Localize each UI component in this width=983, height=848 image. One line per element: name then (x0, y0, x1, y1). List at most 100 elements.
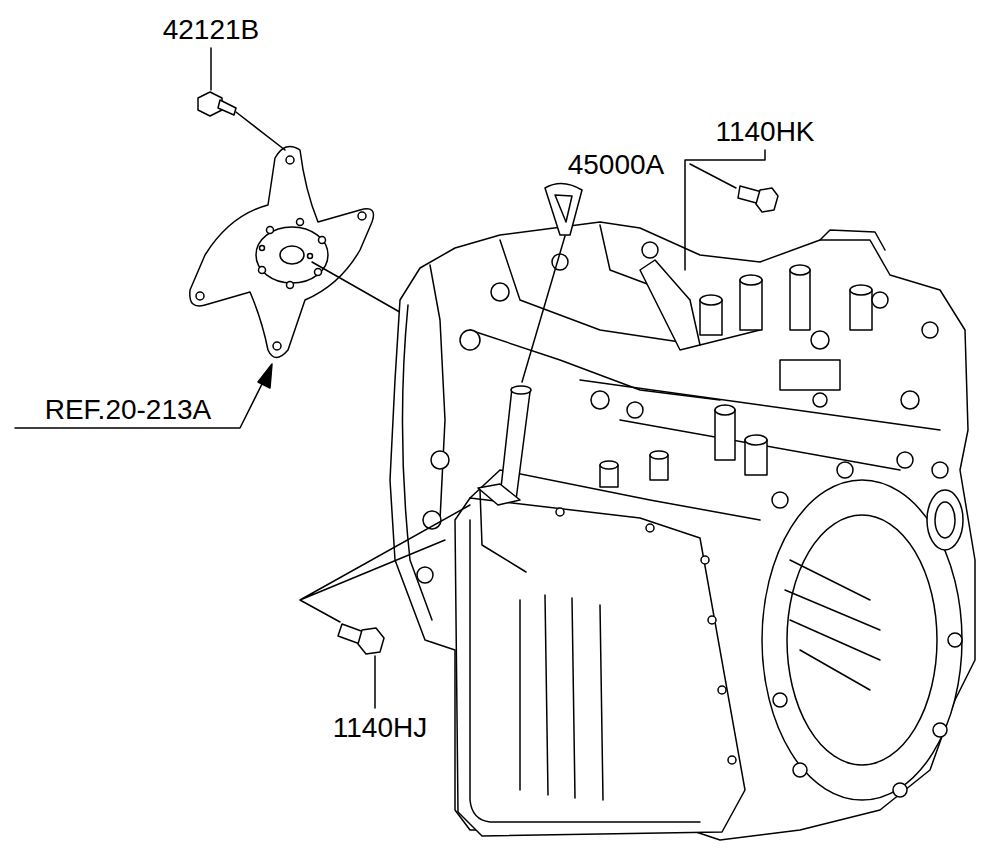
drawing-part (813, 393, 827, 407)
drawing-part (932, 462, 948, 478)
drawing-part (431, 451, 449, 469)
drawing-part (790, 265, 810, 275)
drawing-part (196, 292, 204, 300)
drawing-part (785, 560, 880, 690)
drawing-part (520, 595, 603, 800)
transfer-case (762, 480, 963, 800)
dipstick (478, 183, 582, 572)
drawing-part (552, 254, 568, 270)
oil-pan (455, 470, 760, 836)
drawing-part (259, 267, 266, 274)
drawing-part (256, 227, 328, 283)
drawing-part (650, 451, 668, 459)
drawing-part (897, 452, 913, 468)
drawing-part (627, 402, 643, 418)
drawing-part (850, 290, 872, 330)
drawing-part (555, 195, 572, 222)
drawing-part (745, 435, 767, 445)
drawing-part (762, 480, 962, 800)
drawing-part (402, 305, 432, 620)
drawing-part (260, 246, 265, 251)
drawing-part (556, 508, 564, 516)
leader-line (236, 112, 285, 150)
drawing-part (417, 567, 433, 583)
drawing-part (358, 212, 366, 220)
leader-line (374, 656, 376, 708)
drawing-part (478, 484, 520, 505)
drawing-part (297, 219, 304, 226)
leader-line (210, 48, 212, 90)
reference-label: REF.20-213A (43, 394, 214, 426)
drawing-part (522, 236, 565, 382)
drawing-part (850, 285, 872, 295)
drawing-part (491, 283, 509, 301)
drawing-part (927, 490, 963, 550)
reference-arrow (15, 364, 272, 428)
drawing-part (460, 330, 480, 350)
drawing-part (545, 183, 582, 235)
part-number: 1140HJ (331, 712, 429, 744)
drawing-part (893, 783, 907, 797)
drawing-part (500, 240, 760, 345)
drawing-part (455, 498, 745, 836)
drawing-part (933, 723, 947, 737)
drawing-part (837, 462, 853, 478)
drawing-part (267, 227, 274, 234)
drawing-part (708, 616, 716, 624)
drawing-part (286, 156, 294, 164)
drawing-part (740, 275, 762, 285)
drawing-part (358, 628, 384, 654)
drawing-part (430, 265, 445, 520)
drawing-part (315, 269, 322, 276)
drawing-part (787, 515, 937, 765)
leader-line (685, 150, 765, 270)
drawing-part (820, 230, 885, 250)
drive-plate (190, 146, 374, 357)
drawing-part (948, 633, 962, 647)
transmission-housing (390, 222, 975, 840)
drawing-part (811, 331, 829, 349)
drawing-part (718, 686, 726, 694)
drawing-part (580, 380, 940, 430)
drawing-part (15, 380, 264, 428)
drawing-part (935, 502, 955, 538)
part-number: 42121B (161, 14, 262, 46)
drawing-part (728, 756, 736, 764)
part-number: 1140HK (713, 116, 816, 148)
drawing-part (273, 342, 281, 350)
drawing-part (600, 461, 618, 469)
drawing-part (500, 388, 530, 500)
leader-line (300, 505, 470, 622)
drawing-part (258, 364, 272, 388)
drawing-part (715, 405, 735, 415)
drawing-part (591, 391, 609, 409)
drawing-part (287, 282, 294, 289)
drawing-part (470, 520, 700, 822)
drawing-part (280, 246, 304, 264)
drawing-part (700, 295, 722, 305)
drawing-part (642, 242, 658, 258)
drawing-part (756, 188, 778, 212)
bolt (300, 505, 470, 708)
leader-line (690, 164, 736, 188)
drawing-part (640, 260, 700, 350)
drawing-part (511, 386, 531, 394)
drawing-part (780, 360, 840, 390)
drawing-part (480, 490, 526, 572)
drawing-part (772, 492, 788, 508)
drawing-part (790, 270, 810, 330)
drawing-part (319, 237, 326, 244)
drawing-part (793, 763, 807, 777)
bolt (198, 48, 285, 150)
drawing-part (390, 222, 975, 840)
drawing-part (308, 254, 313, 259)
drawing-part (218, 100, 236, 115)
drawing-part (901, 391, 919, 409)
drawing-part (740, 280, 762, 330)
drawing-part (872, 292, 888, 308)
drawing-part (715, 410, 735, 460)
drawing-part (646, 524, 654, 532)
drawing-part (773, 693, 787, 707)
drawing-part (190, 146, 374, 357)
drawing-part (922, 322, 938, 338)
